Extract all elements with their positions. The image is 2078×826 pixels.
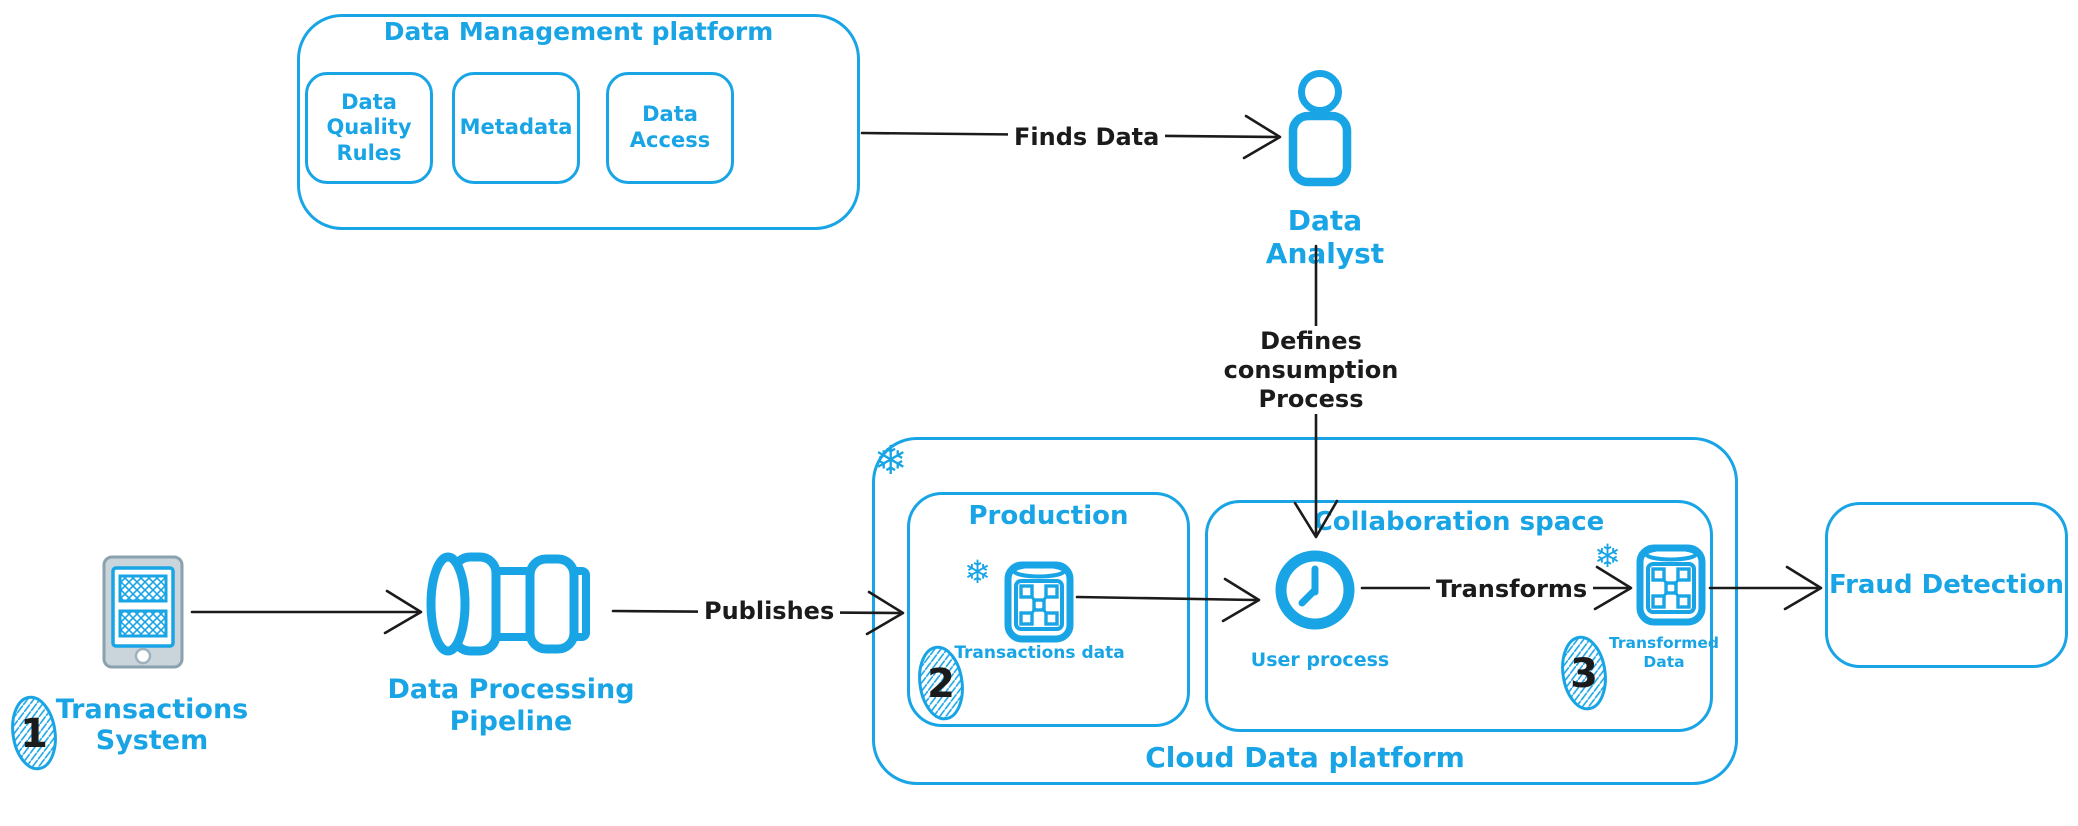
transformed-data-label: Transformed Data [1608, 634, 1720, 672]
chip-metadata-label: Metadata [459, 115, 573, 140]
chip-data-access: Data Access [606, 72, 734, 184]
transactions-data-dataset-icon [1004, 561, 1074, 643]
badge-1: 1 [11, 695, 57, 771]
mobile-device-icon [102, 555, 184, 669]
badge-3-number: 3 [1570, 651, 1598, 697]
pipeline-icon [426, 552, 590, 656]
cloud-platform-snowflake-icon: ❄ [874, 438, 908, 484]
publishes-edge-label: Publishes [698, 596, 841, 626]
cloud-data-platform-title: Cloud Data platform [1145, 741, 1465, 774]
badge-1-number: 1 [20, 711, 48, 757]
finds-data-edge-label: Finds Data [1008, 122, 1166, 152]
chip-data-access-label: Data Access [629, 102, 711, 152]
chip-metadata: Metadata [452, 72, 580, 184]
transactions-system-label: Transactions System [55, 694, 249, 757]
defines-consumption-edge-label: Defines consumption Process [1180, 326, 1442, 415]
edge-transactions-to-pipeline [190, 589, 423, 635]
data-analyst-label: Data Analyst [1265, 204, 1385, 270]
badge-2-number: 2 [927, 661, 955, 707]
collaboration-space-title: Collaboration space [1313, 507, 1605, 537]
chip-data-quality-rules-label: Data Quality Rules [326, 89, 412, 165]
fraud-detection-box: Fraud Detection [1825, 502, 2068, 668]
transactions-data-label: Transactions data [954, 643, 1125, 663]
data-management-platform-title: Data Management platform [383, 17, 774, 46]
transformed-data-dataset-icon [1636, 544, 1706, 626]
production-title: Production [968, 501, 1129, 531]
data-processing-pipeline-label: Data Processing Pipeline [387, 674, 635, 738]
user-process-label: User process [1250, 649, 1390, 671]
badge-3: 3 [1561, 635, 1607, 711]
person-icon [1288, 70, 1352, 187]
transformed-data-snowflake-icon: ❄ [1594, 537, 1621, 575]
transforms-edge-label: Transforms [1430, 574, 1594, 604]
production-snowflake-icon: ❄ [964, 553, 991, 591]
badge-2: 2 [918, 645, 964, 721]
user-process-clock-icon [1275, 550, 1355, 630]
chip-data-quality-rules: Data Quality Rules [305, 72, 433, 184]
fraud-detection-label: Fraud Detection [1828, 570, 2065, 600]
